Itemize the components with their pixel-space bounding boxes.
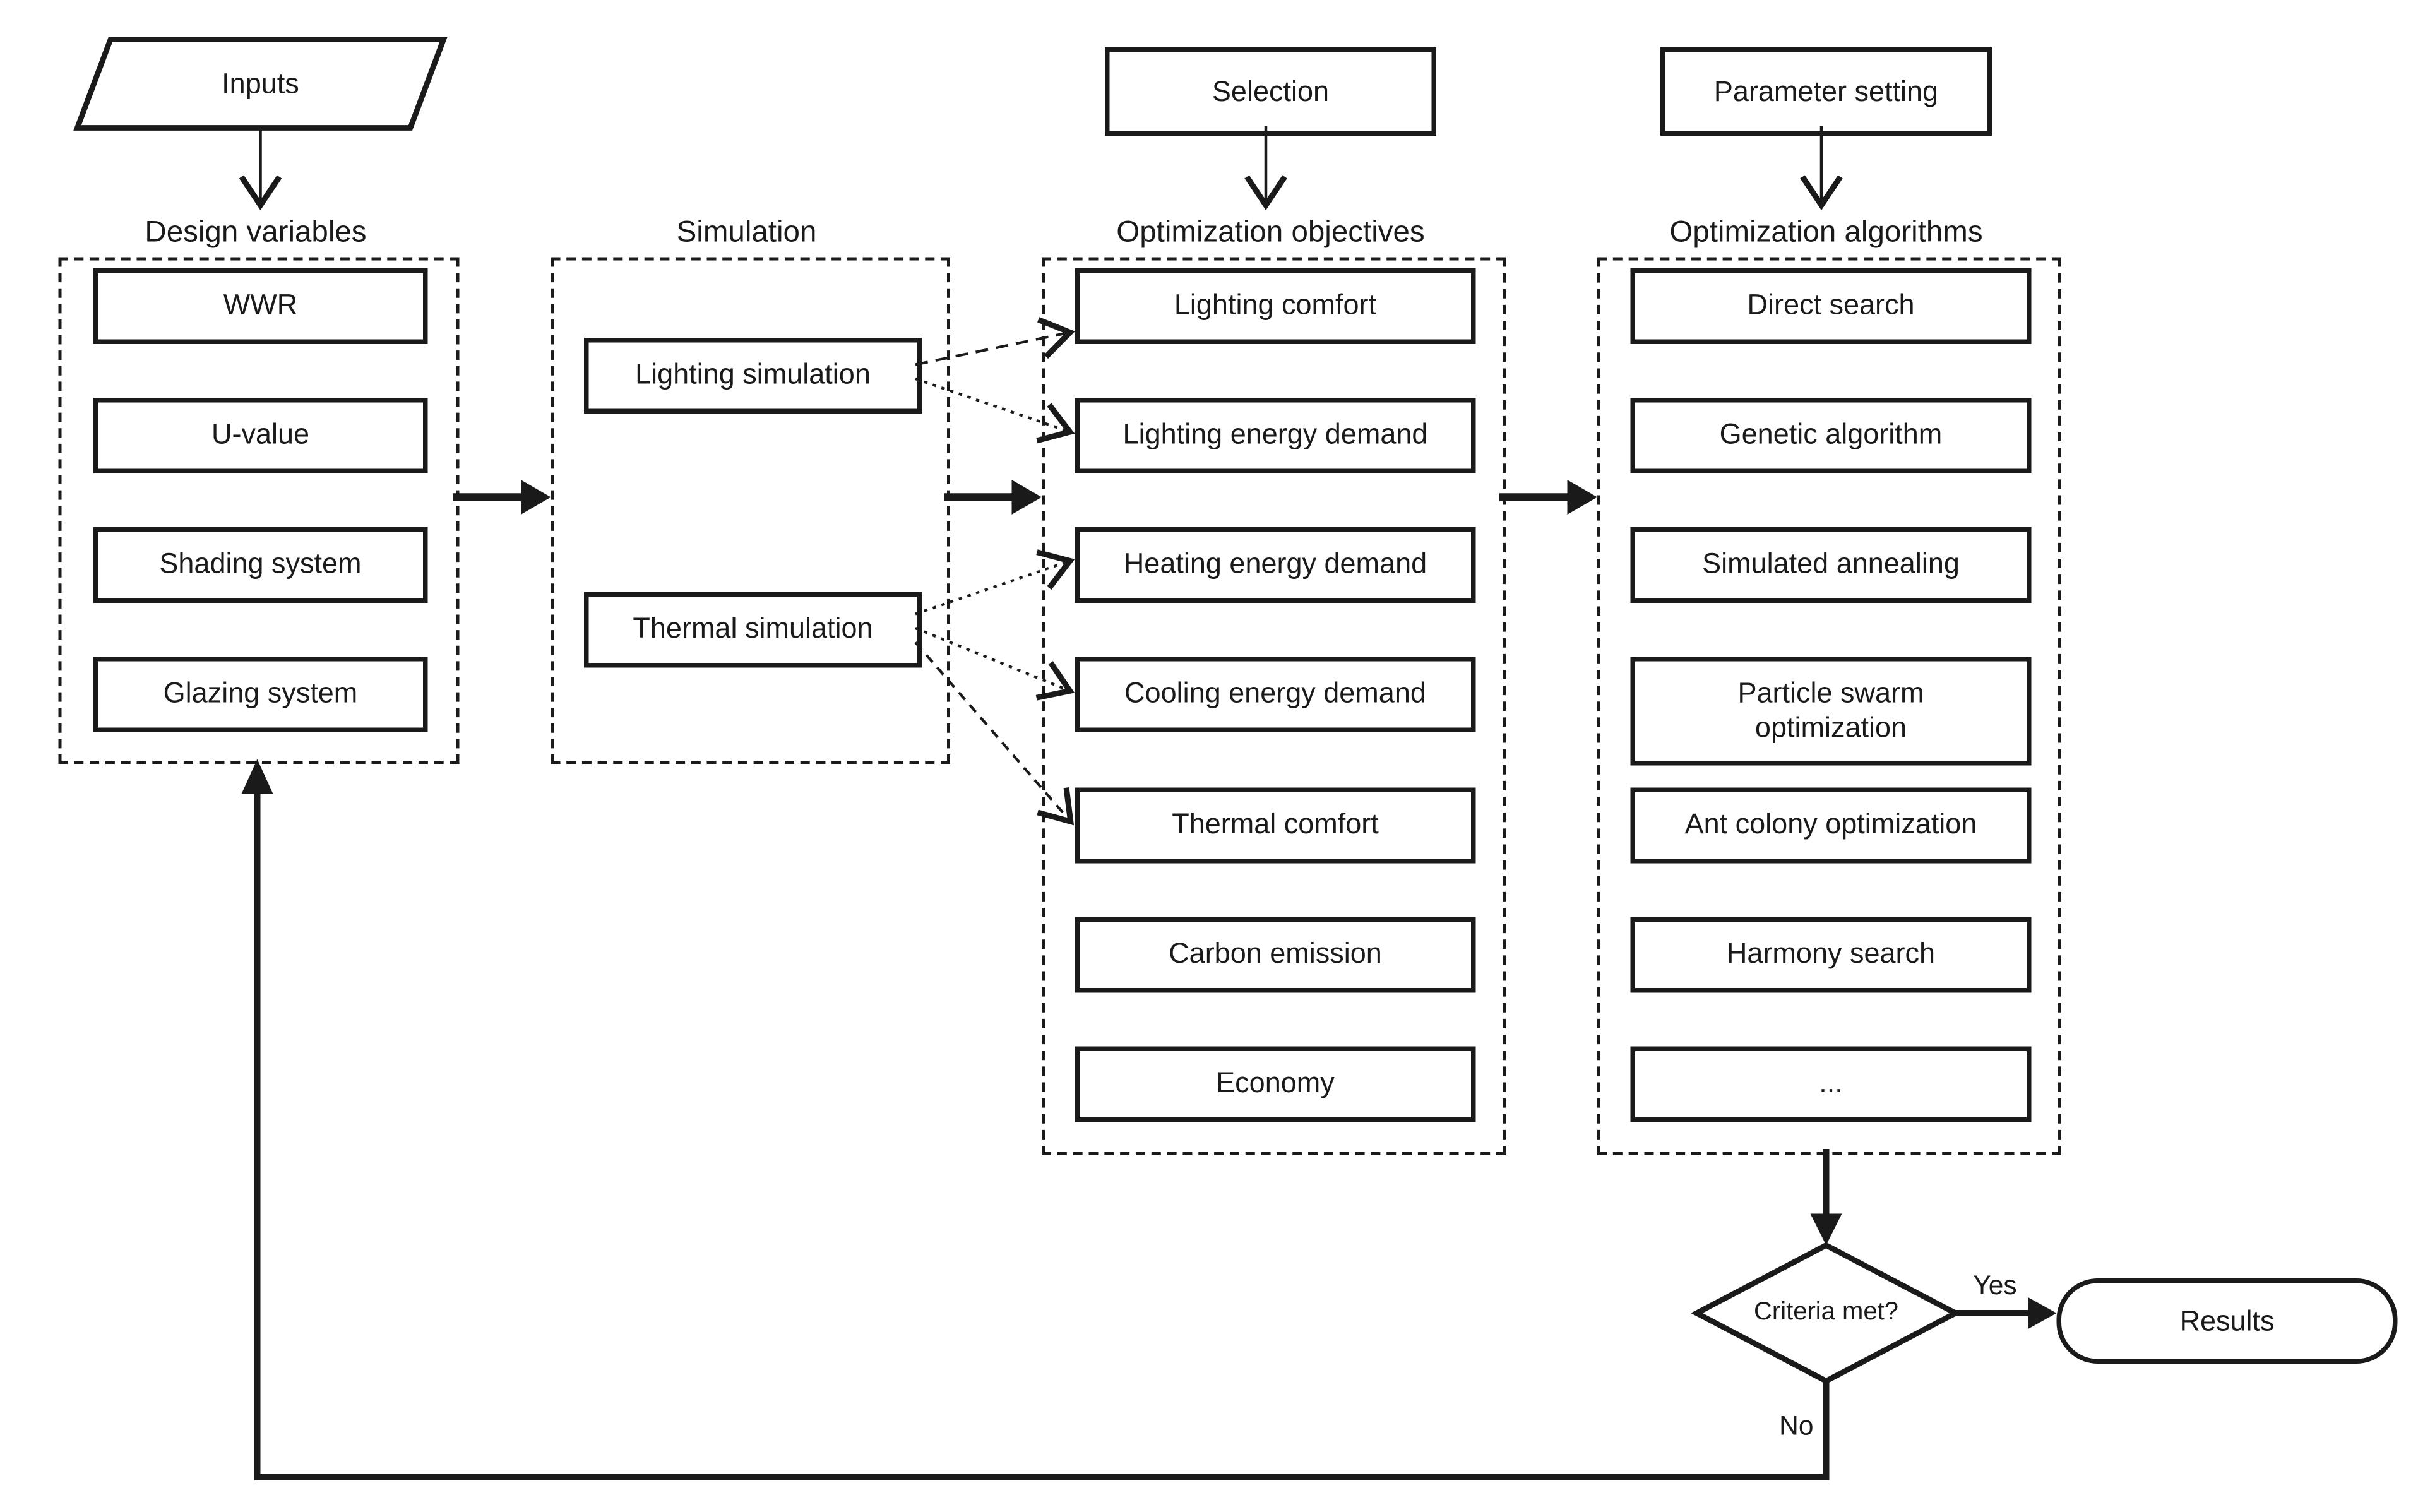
box-heating-energy-demand: Heating energy demand [1075,527,1476,603]
box-lighting-comfort: Lighting comfort [1075,268,1476,344]
column-header-optimization-objectives: Optimization objectives [1116,216,1425,250]
no-label: No [1779,1411,1814,1441]
results-terminator: Results [2056,1278,2398,1364]
box-ant-colony-optimization: Ant colony optimization [1630,787,2032,864]
box-wwr: WWR [93,268,428,344]
box-carbon-emission: Carbon emission [1075,917,1476,993]
box-more-algorithms: ... [1630,1046,2032,1122]
inputs-shape-label: Inputs [222,67,299,99]
box-harmony-search: Harmony search [1630,917,2032,993]
design-to-simulation-arrowhead [521,480,551,515]
objectives-to-algorithms-arrowhead [1567,480,1597,515]
box-economy: Economy [1075,1046,1476,1122]
selection-box: Selection [1105,47,1436,136]
box-lighting-energy-demand: Lighting energy demand [1075,398,1476,473]
parameter-setting-box: Parameter setting [1660,47,1992,136]
decision-diamond-label: Criteria met? [1754,1299,1898,1326]
box-glazing-system: Glazing system [93,657,428,732]
box-particle-swarm-optimization-label: Particle swarm optimization [1737,677,1924,743]
box-shading-system: Shading system [93,527,428,603]
optimization-algorithms-container [1597,257,2061,1155]
yes-label: Yes [1973,1270,2017,1301]
box-lighting-simulation: Lighting simulation [584,338,922,414]
algorithms-to-decision-arrowhead [1810,1213,1842,1246]
box-thermal-comfort: Thermal comfort [1075,787,1476,864]
box-cooling-energy-demand: Cooling energy demand [1075,657,1476,732]
column-header-optimization-algorithms: Optimization algorithms [1669,216,1983,250]
decision-yes-arrowhead [2028,1297,2057,1329]
simulation-container [551,257,950,764]
box-simulated-annealing: Simulated annealing [1630,527,2032,603]
box-direct-search: Direct search [1630,268,2032,344]
column-header-design-variables: Design variables [145,216,367,250]
box-thermal-simulation: Thermal simulation [584,592,922,668]
box-u-value: U-value [93,398,428,473]
box-genetic-algorithm: Genetic algorithm [1630,398,2032,473]
simulation-to-objectives-arrowhead [1011,480,1042,515]
column-header-simulation: Simulation [676,216,817,250]
box-particle-swarm-optimization: Particle swarm optimization [1630,657,2032,766]
feedback-arrowhead [241,759,273,794]
